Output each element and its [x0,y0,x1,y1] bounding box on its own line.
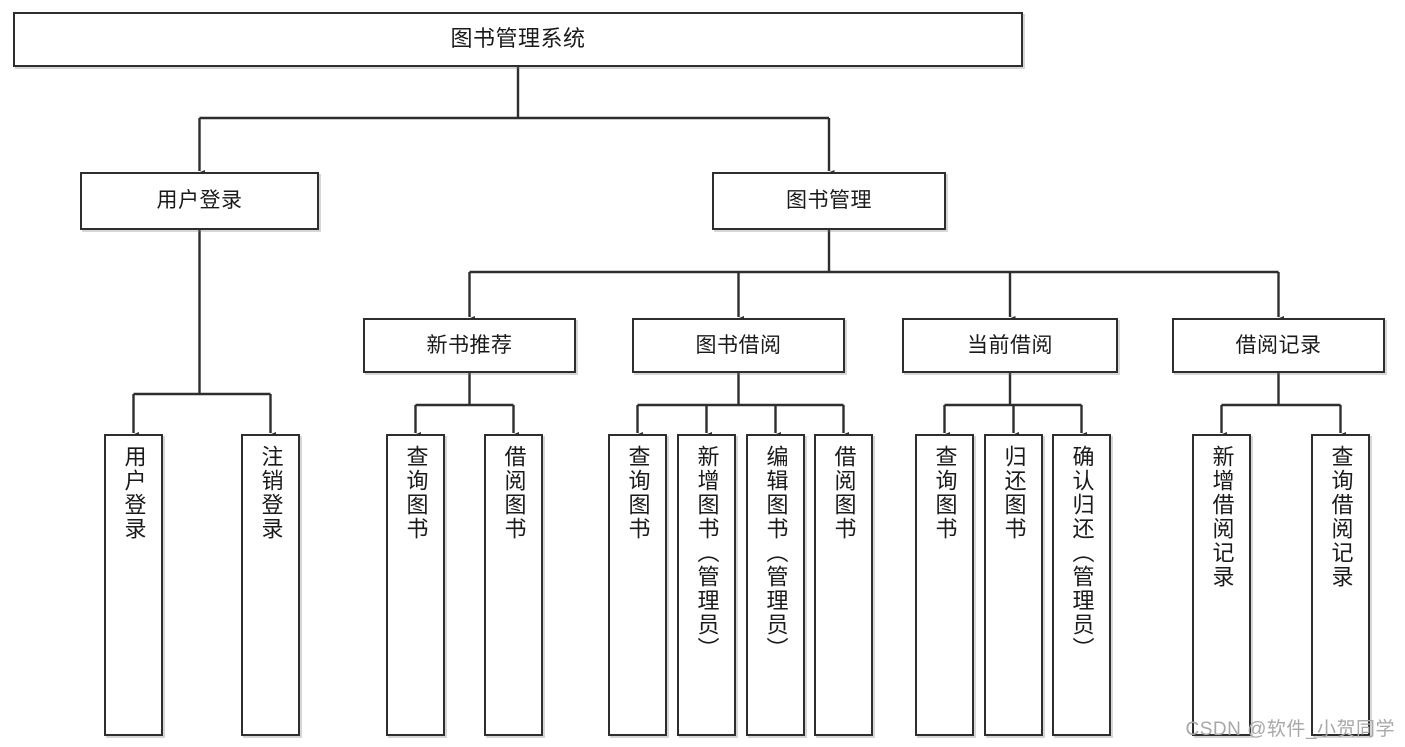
node-label: 用户登录 [156,189,243,213]
node-user-login[interactable]: 用户登录 [80,172,319,230]
node-label: 查询图书 [403,445,429,541]
node-leaf-rec-query[interactable]: 查询图书 [386,434,445,736]
node-label: 借阅图书 [501,445,527,541]
node-label: 查询图书 [932,445,958,541]
node-leaf-bor-add[interactable]: 新增图书（管理员） [677,434,736,736]
node-current-borrow[interactable]: 当前借阅 [902,318,1118,373]
node-label: 图书借阅 [695,333,782,357]
node-label: 当前借阅 [967,333,1053,357]
node-label: 确认归还（管理员） [1069,445,1095,661]
node-leaf-rec-borrow[interactable]: 借阅图书 [484,434,543,736]
node-label: 编辑图书（管理员） [763,445,789,661]
node-leaf-rcd-query[interactable]: 查询借阅记录 [1311,434,1370,736]
node-label: 查询借阅记录 [1328,445,1354,589]
node-label: 查询图书 [625,445,651,541]
node-label: 用户登录 [121,445,147,541]
node-leaf-user-logout[interactable]: 注销登录 [241,434,300,736]
node-label: 图书管理 [786,189,872,213]
node-borrow-record[interactable]: 借阅记录 [1172,318,1385,373]
node-leaf-cur-return[interactable]: 归还图书 [984,434,1043,736]
node-leaf-bor-lend[interactable]: 借阅图书 [814,434,873,736]
node-label: 图书管理系统 [450,26,586,52]
node-new-book-rec[interactable]: 新书推荐 [363,318,576,373]
node-leaf-cur-query[interactable]: 查询图书 [915,434,974,736]
node-book-borrow[interactable]: 图书借阅 [632,318,845,373]
node-label: 借阅图书 [831,445,857,541]
node-leaf-cur-confirm[interactable]: 确认归还（管理员） [1052,434,1111,736]
node-label: 新书推荐 [426,333,513,357]
node-label: 新增图书（管理员） [694,445,720,661]
watermark: CSDN @软件_小贺同学 [1185,719,1395,740]
node-leaf-bor-edit[interactable]: 编辑图书（管理员） [746,434,805,736]
node-root[interactable]: 图书管理系统 [13,12,1023,67]
node-book-manage[interactable]: 图书管理 [712,172,946,230]
node-label: 归还图书 [1001,445,1027,541]
node-leaf-bor-query[interactable]: 查询图书 [608,434,667,736]
node-label: 新增借阅记录 [1209,445,1235,589]
node-leaf-rcd-add[interactable]: 新增借阅记录 [1192,434,1251,736]
node-label: 借阅记录 [1235,333,1322,357]
node-leaf-user-login[interactable]: 用户登录 [104,434,163,736]
node-label: 注销登录 [258,445,284,541]
